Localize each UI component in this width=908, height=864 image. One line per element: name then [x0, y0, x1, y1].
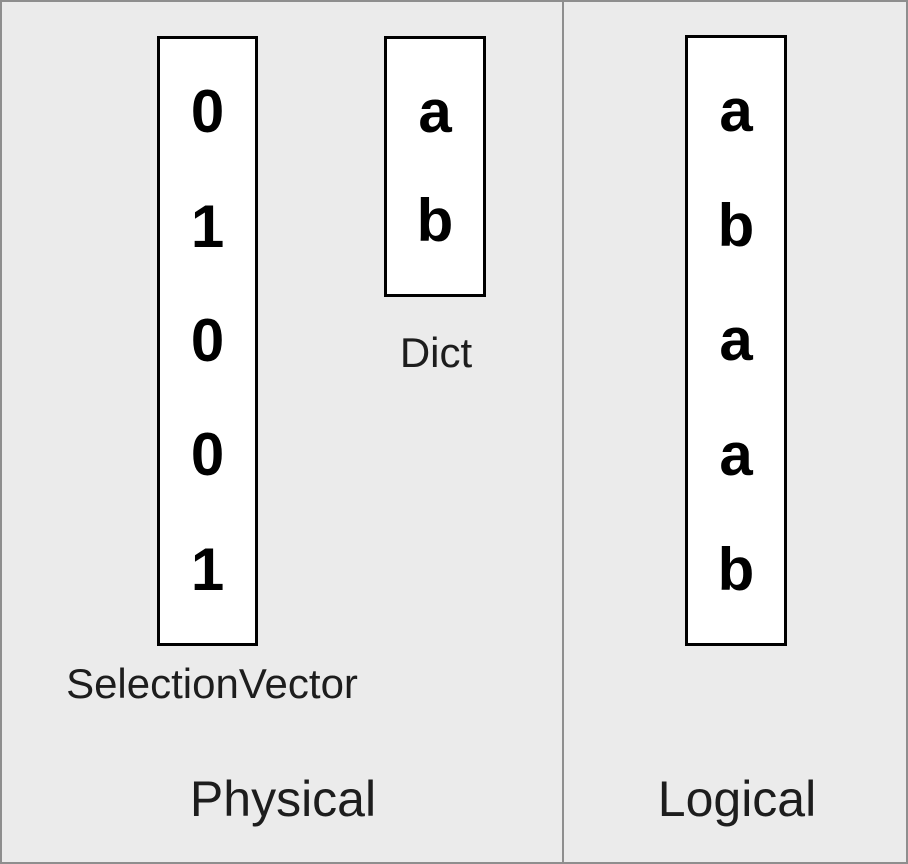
dict-cell: b [416, 187, 454, 255]
selection-vector-cell: 1 [190, 192, 225, 260]
dict-caption: Dict [399, 329, 473, 376]
selection-vector-caption: SelectionVector [66, 660, 358, 707]
logical-cell: b [717, 191, 755, 259]
logical-panel-caption: Logical [657, 771, 817, 827]
dict-box: a b [384, 36, 486, 297]
physical-panel-caption: Physical [189, 771, 377, 827]
selection-vector-box: 0 1 0 0 1 [157, 36, 258, 646]
panel-divider [562, 2, 564, 862]
logical-cell: a [719, 77, 753, 145]
logical-cell: a [719, 306, 753, 374]
selection-vector-cell: 1 [190, 535, 225, 603]
selection-vector-cell: 0 [190, 78, 225, 146]
selection-vector-cell: 0 [190, 421, 225, 489]
logical-cell: a [719, 421, 753, 489]
selection-vector-cell: 0 [190, 306, 225, 374]
logical-values-box: a b a a b [685, 35, 787, 646]
logical-cell: b [717, 535, 755, 603]
dict-cell: a [418, 77, 452, 145]
